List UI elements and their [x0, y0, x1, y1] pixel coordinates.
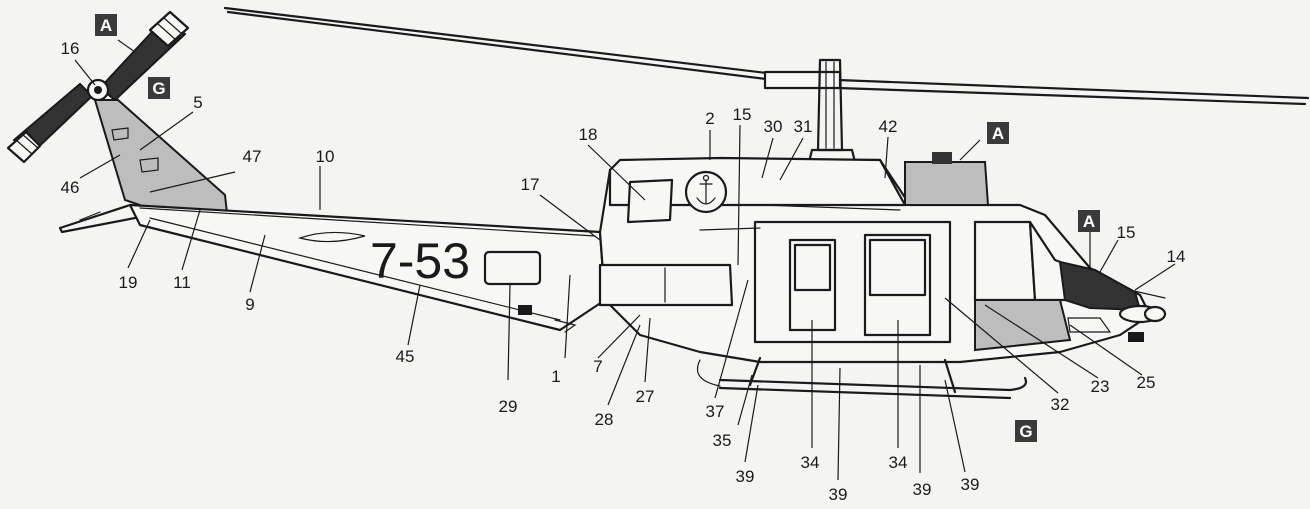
- callout-17: 17: [521, 175, 540, 194]
- callout-46: 46: [61, 178, 80, 197]
- color-badges: A G A A G: [95, 14, 1100, 442]
- svg-text:G: G: [152, 79, 165, 98]
- callout-15: 15: [733, 105, 752, 124]
- callout-9: 9: [245, 295, 254, 314]
- callout-16: 16: [61, 39, 80, 58]
- callout-47: 47: [243, 147, 262, 166]
- callout-18: 18: [579, 125, 598, 144]
- callout-42: 42: [879, 117, 898, 136]
- callout-2: 2: [705, 109, 714, 128]
- anchor-icon: [696, 174, 716, 205]
- callout-11: 11: [173, 273, 191, 292]
- callout-19: 19: [119, 273, 138, 292]
- callout-1: 1: [551, 367, 560, 386]
- callout-39-b: 39: [829, 485, 848, 504]
- landing-skids: [696, 356, 1028, 400]
- callout-32: 32: [1051, 395, 1070, 414]
- svg-text:A: A: [992, 124, 1004, 143]
- callout-37: 37: [706, 402, 725, 421]
- callout-39-a: 39: [736, 467, 755, 486]
- callout-35: 35: [713, 431, 732, 450]
- callout-31: 31: [794, 117, 813, 136]
- callout-10: 10: [316, 147, 335, 166]
- callout-39-c: 39: [913, 480, 932, 499]
- callout-numbers: 16 5 47 10 46 19 11 9 45 29 18 17 2 15 3…: [61, 39, 1186, 504]
- callout-25: 25: [1137, 373, 1156, 392]
- tail-rotor: [6, 10, 190, 164]
- svg-text:A: A: [100, 16, 112, 35]
- callout-30: 30: [764, 117, 783, 136]
- registration-number: 7-53: [370, 233, 470, 289]
- callout-7: 7: [593, 357, 602, 376]
- callout-34-b: 34: [889, 453, 908, 472]
- main-rotor: [223, 6, 1310, 168]
- svg-text:G: G: [1019, 422, 1032, 441]
- fuselage: [598, 152, 1167, 364]
- badge-a-engine: A: [987, 122, 1009, 144]
- svg-text:A: A: [1083, 212, 1095, 231]
- callout-5: 5: [193, 93, 202, 112]
- callout-27: 27: [636, 387, 655, 406]
- leader-lines: [74, 39, 1176, 481]
- callout-45: 45: [396, 347, 415, 366]
- badge-g-underside: G: [1015, 420, 1037, 442]
- callout-34-a: 34: [801, 453, 820, 472]
- badge-a-nose: A: [1078, 210, 1100, 232]
- callout-39-d: 39: [961, 475, 980, 494]
- callout-15-b: 15: [1117, 223, 1136, 242]
- callout-29: 29: [499, 397, 518, 416]
- badge-g-tail-fin: G: [148, 77, 170, 99]
- badge-a-tail-rotor: A: [95, 14, 117, 36]
- tail-boom: [58, 203, 607, 333]
- callout-14: 14: [1167, 247, 1186, 266]
- callout-23: 23: [1091, 377, 1110, 396]
- callout-28: 28: [595, 410, 614, 429]
